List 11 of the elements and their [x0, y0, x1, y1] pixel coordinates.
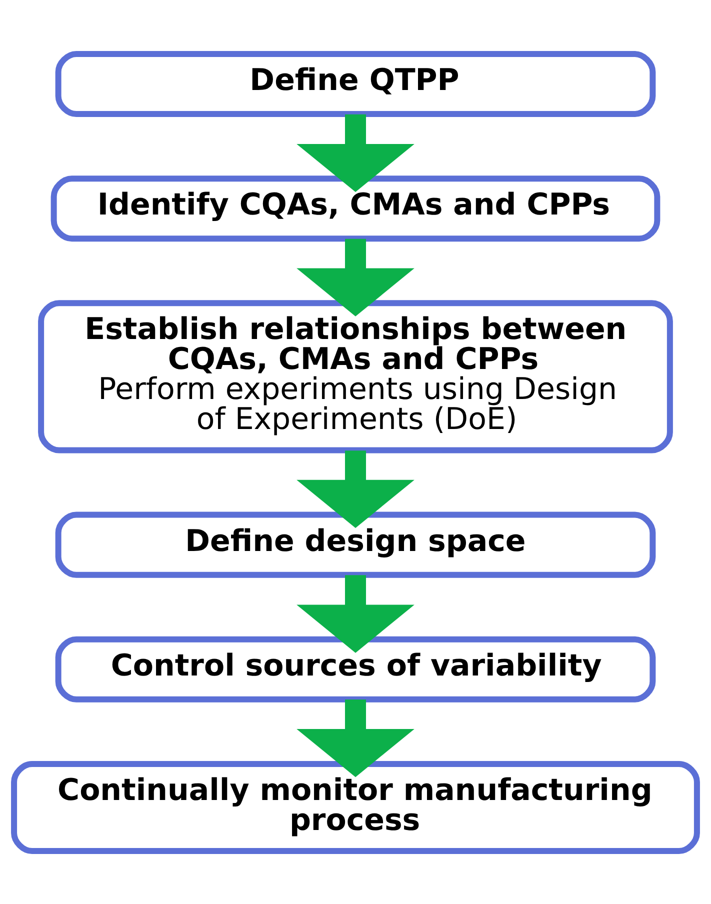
node-box: Establish relationships between CQAs, CMAs and CPPs Perform experiments using Design of Experiments (DoE)	[38, 300, 673, 453]
arrow	[296, 699, 414, 777]
node-box: Control sources of variability	[55, 636, 656, 702]
arrow	[296, 238, 414, 316]
arrow	[296, 450, 414, 528]
node-box: Define design space	[55, 511, 656, 578]
node-box: Continually monitor manufacturing process	[11, 760, 700, 854]
node-box: Identify CQAs, CMAs and CPPs	[50, 175, 660, 242]
arrow	[296, 574, 414, 652]
node-box: Define QTPP	[55, 50, 656, 117]
arrow	[296, 114, 414, 192]
